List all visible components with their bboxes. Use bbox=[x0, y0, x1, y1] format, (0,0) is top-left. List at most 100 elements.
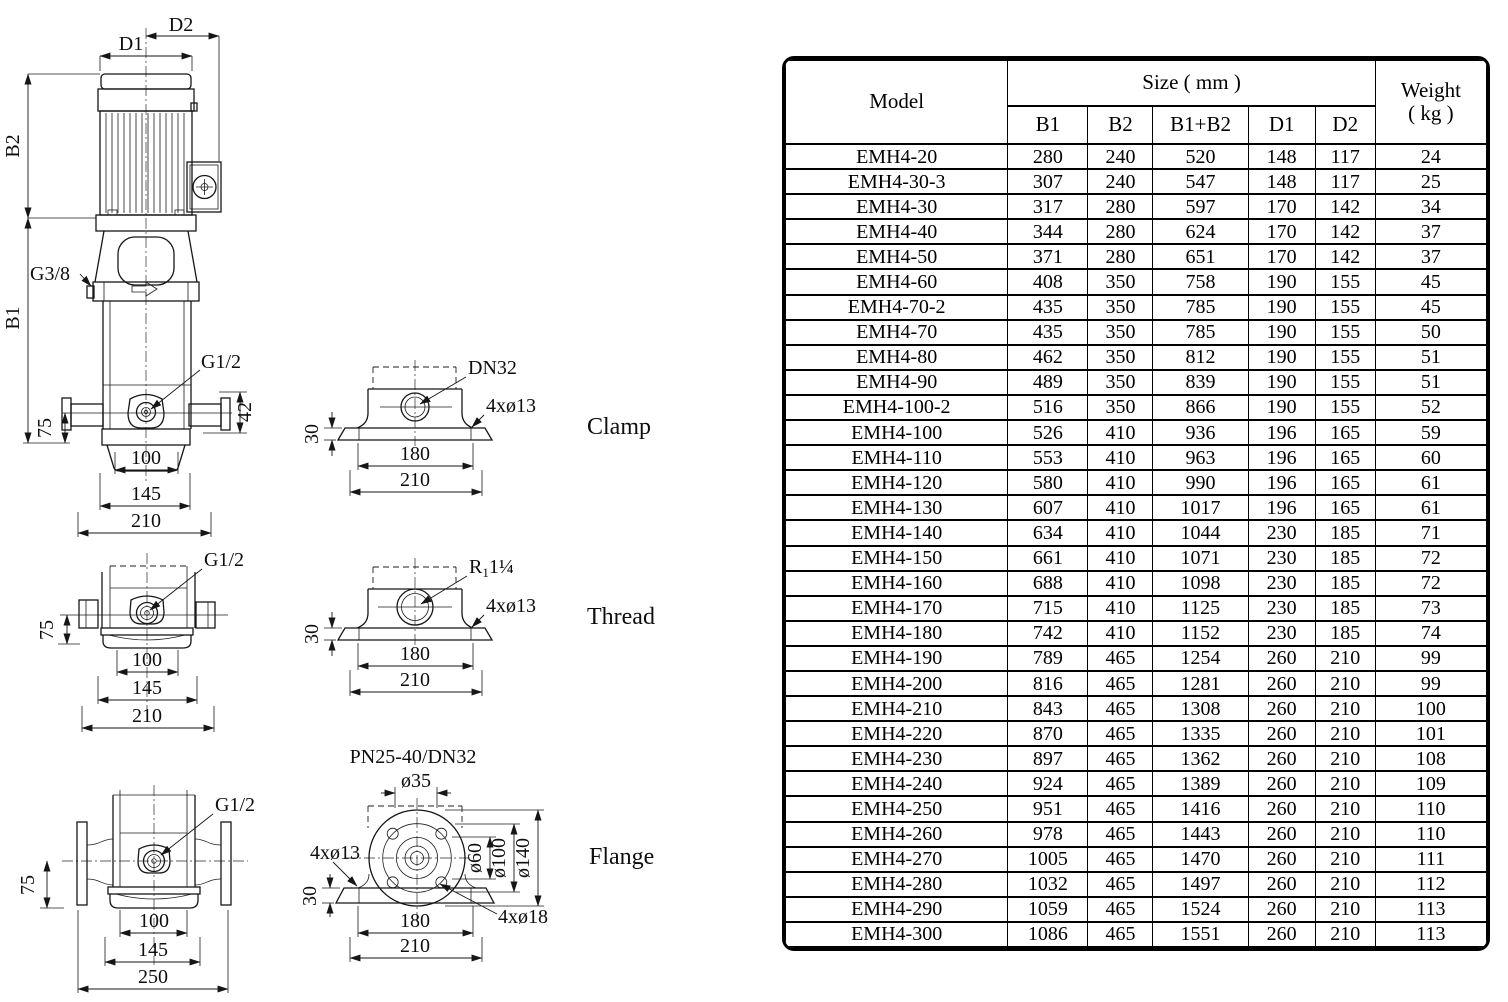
dim-cell: 240 bbox=[1087, 168, 1154, 196]
dim-cell: 465 bbox=[1087, 644, 1154, 672]
dim-cell: 260 bbox=[1247, 895, 1316, 923]
dim-cell: 1389 bbox=[1152, 770, 1249, 798]
dim-cell: 410 bbox=[1087, 594, 1154, 622]
dim-75: 75 bbox=[17, 875, 39, 895]
model-cell: EMH4-150 bbox=[785, 544, 1009, 572]
col-header-b1b2: B1+B2 bbox=[1152, 105, 1249, 145]
dim-b2: B2 bbox=[2, 134, 24, 157]
dim-cell: 1362 bbox=[1152, 745, 1249, 773]
dim-cell: 142 bbox=[1314, 218, 1376, 246]
dim-cell: 101 bbox=[1374, 720, 1487, 748]
dim-cell: 465 bbox=[1087, 720, 1154, 748]
dim-cell: 260 bbox=[1247, 795, 1316, 823]
dim-cell: 1254 bbox=[1152, 644, 1249, 672]
dim-180: 180 bbox=[400, 643, 430, 665]
dim-cell: 155 bbox=[1314, 368, 1376, 396]
dim-cell: 1005 bbox=[1007, 845, 1089, 873]
dim-cell: 155 bbox=[1314, 318, 1376, 346]
dim-145: 145 bbox=[132, 677, 162, 699]
model-cell: EMH4-180 bbox=[785, 619, 1009, 647]
col-header-d2: D2 bbox=[1314, 105, 1376, 145]
dim-cell: 210 bbox=[1314, 644, 1376, 672]
dim-cell: 230 bbox=[1247, 619, 1316, 647]
dim-30: 30 bbox=[301, 624, 323, 644]
clamp-holes-label: 4xø13 bbox=[486, 395, 536, 417]
dim-cell: 190 bbox=[1247, 393, 1316, 422]
dim-cell: 170 bbox=[1247, 193, 1316, 221]
flange-holes18-label: 4xø18 bbox=[498, 906, 548, 928]
left-flange bbox=[76, 821, 88, 906]
dim-cell: 210 bbox=[1314, 669, 1376, 698]
dim-cell: 113 bbox=[1374, 895, 1487, 923]
dim-cell: 866 bbox=[1152, 393, 1249, 422]
dim-cell: 260 bbox=[1247, 770, 1316, 798]
clamp-detail: DN32 4xø13 30 180 210 Clamp bbox=[301, 357, 651, 496]
dim-cell: 1308 bbox=[1152, 695, 1249, 723]
dim-cell: 52 bbox=[1374, 393, 1487, 422]
dimension-table: Model Size ( mm ) Weight ( kg ) B1 B2 B1… bbox=[785, 59, 1487, 948]
dim-cell: 110 bbox=[1374, 795, 1487, 823]
dim-cell: 661 bbox=[1007, 544, 1089, 572]
dim-cell: 260 bbox=[1247, 870, 1316, 898]
bolt-hole bbox=[386, 827, 399, 840]
dim-cell: 260 bbox=[1247, 695, 1316, 723]
dim-cell: 465 bbox=[1087, 895, 1154, 923]
dim-cell: 870 bbox=[1007, 720, 1089, 748]
dim-cell: 59 bbox=[1374, 419, 1487, 447]
dim-cell: 410 bbox=[1087, 544, 1154, 572]
dim-cell: 1044 bbox=[1152, 519, 1249, 547]
dim-cell: 410 bbox=[1087, 619, 1154, 647]
dim-cell: 100 bbox=[1374, 695, 1487, 723]
g12-label: G1/2 bbox=[201, 351, 241, 373]
model-cell: EMH4-30 bbox=[785, 193, 1009, 221]
dim-b1: B1 bbox=[2, 306, 24, 329]
dim-cell: 260 bbox=[1247, 669, 1316, 698]
dim-cell: 350 bbox=[1087, 318, 1154, 346]
model-cell: EMH4-170 bbox=[785, 594, 1009, 622]
dim-cell: 260 bbox=[1247, 820, 1316, 848]
flange-title: Flange bbox=[589, 844, 654, 870]
flange-holes13-label: 4xø13 bbox=[310, 842, 360, 864]
dim-cell: 1416 bbox=[1152, 795, 1249, 823]
g12-label: G1/2 bbox=[204, 549, 244, 571]
model-cell: EMH4-140 bbox=[785, 519, 1009, 547]
dim-cell: 350 bbox=[1087, 393, 1154, 422]
model-cell: EMH4-260 bbox=[785, 820, 1009, 848]
size-group-header: Size ( mm ) bbox=[1007, 59, 1376, 107]
model-cell: EMH4-300 bbox=[785, 920, 1009, 948]
dim-cell: 110 bbox=[1374, 820, 1487, 848]
model-cell: EMH4-270 bbox=[785, 845, 1009, 873]
dim-cell: 410 bbox=[1087, 519, 1154, 547]
dim-cell: 408 bbox=[1007, 268, 1089, 296]
dim-cell: 742 bbox=[1007, 619, 1089, 647]
dim-cell: 951 bbox=[1007, 795, 1089, 823]
dim-cell: 112 bbox=[1374, 870, 1487, 898]
model-cell: EMH4-280 bbox=[785, 870, 1009, 898]
dim-cell: 190 bbox=[1247, 268, 1316, 296]
dim-cell: 465 bbox=[1087, 920, 1154, 948]
dim-cell: 25 bbox=[1374, 168, 1487, 196]
dim-cell: 196 bbox=[1247, 419, 1316, 447]
dim-cell: 51 bbox=[1374, 368, 1487, 396]
dim-cell: 410 bbox=[1087, 419, 1154, 447]
dim-cell: 210 bbox=[1314, 695, 1376, 723]
dim-cell: 465 bbox=[1087, 770, 1154, 798]
dim-cell: 155 bbox=[1314, 343, 1376, 371]
dim-cell: 1086 bbox=[1007, 920, 1089, 948]
thread-detail: R11¼ 4xø13 30 180 210 Thread bbox=[301, 556, 655, 696]
terminal-box bbox=[186, 161, 222, 213]
dim-cell: 260 bbox=[1247, 920, 1316, 948]
dim-cell: 624 bbox=[1152, 218, 1249, 246]
dim-cell: 72 bbox=[1374, 569, 1487, 597]
